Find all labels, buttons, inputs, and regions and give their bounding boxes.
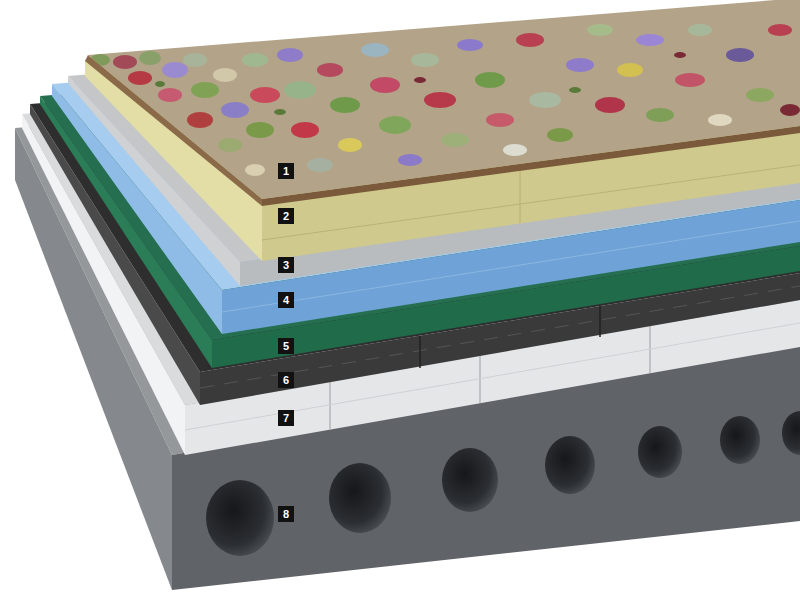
callout-number: 2 [278, 208, 294, 224]
vegetation-layer [85, 0, 800, 206]
callout-number: 6 [278, 372, 294, 388]
callout-number: 7 [278, 410, 294, 426]
callout-number: 3 [278, 257, 294, 273]
callout-number: 4 [278, 292, 294, 308]
callout-number: 8 [278, 506, 294, 522]
callout-number: 5 [278, 338, 294, 354]
callout-number: 1 [278, 163, 294, 179]
